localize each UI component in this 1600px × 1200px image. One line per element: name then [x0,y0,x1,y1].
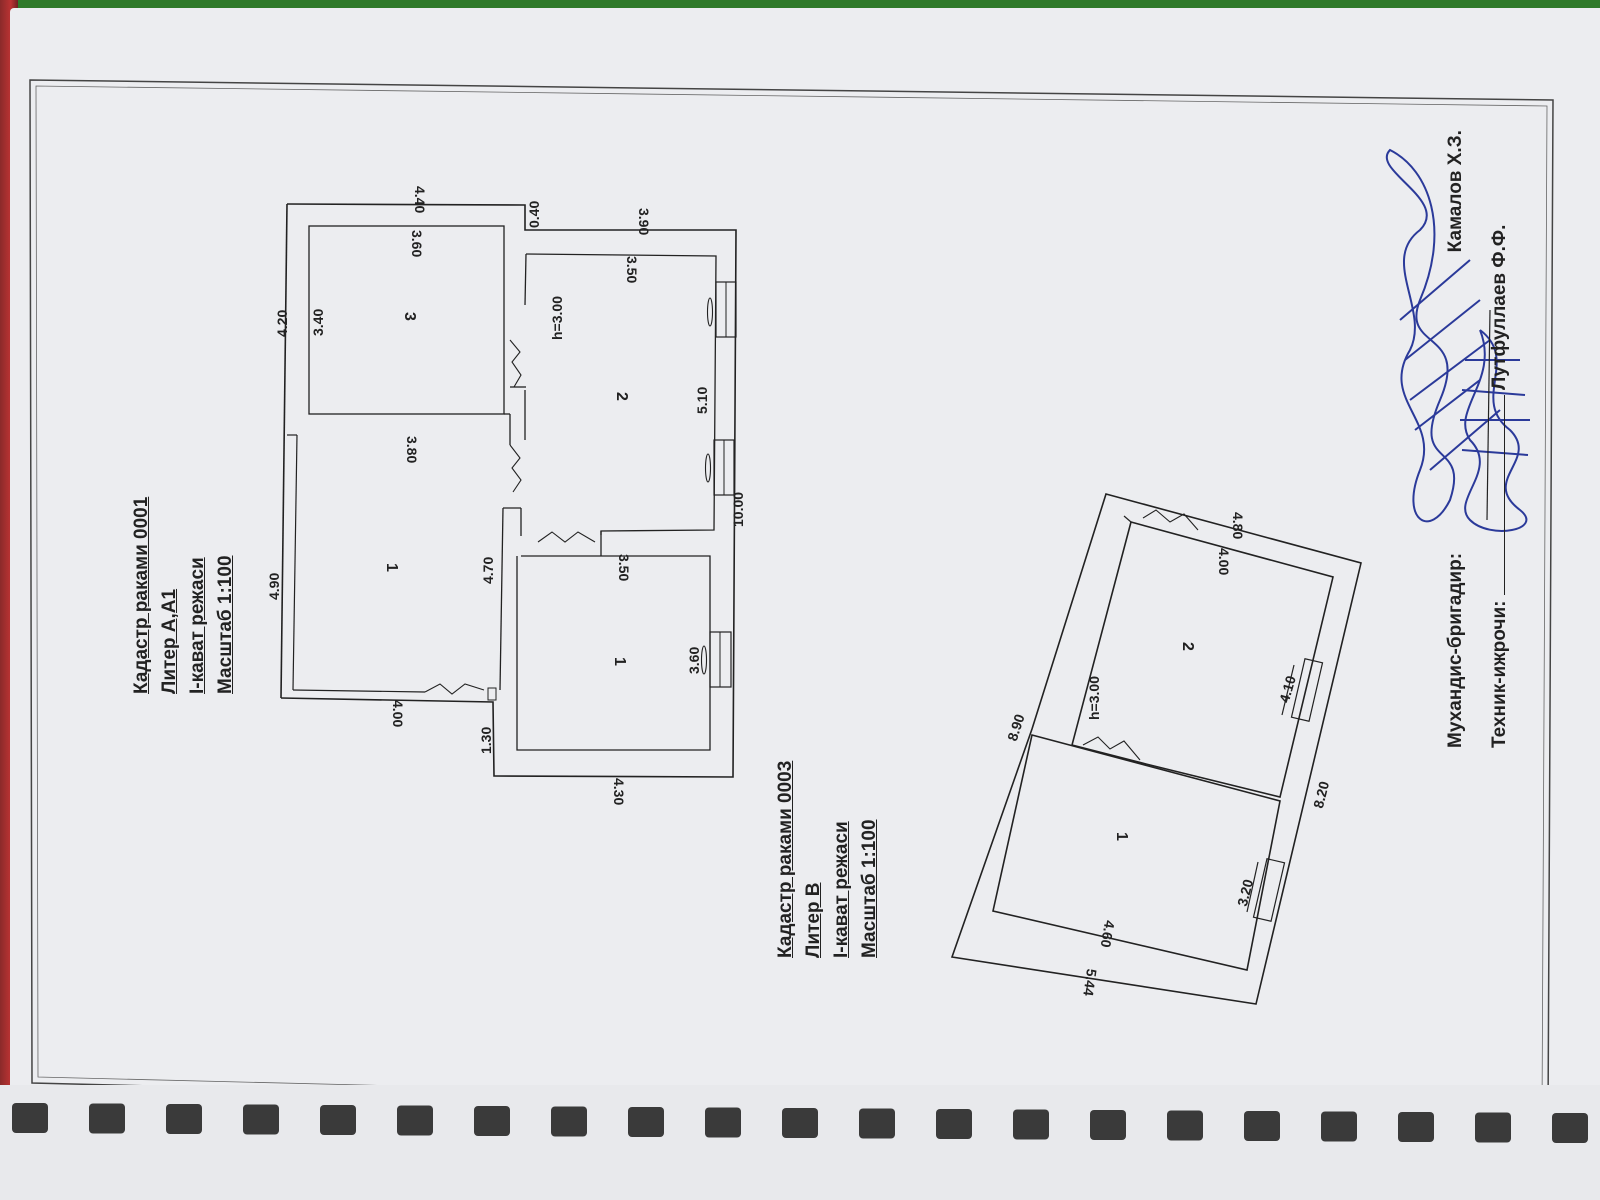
binding-hole [243,1104,279,1135]
outer-wall-left [280,203,288,699]
binding-hole [1013,1109,1049,1140]
dim-3-60-top: 3.60 [409,230,425,258]
binding-hole [1090,1110,1126,1140]
binding-hole [474,1106,510,1136]
plan-0001-scale: Масштаб 1:100 [215,555,236,694]
binding-hole [1321,1111,1357,1142]
page-frame [29,79,1554,1121]
dim-5-10: 5.10 [694,386,710,414]
binding-hole [705,1107,741,1138]
dim-4-70: 4.70 [480,556,496,584]
dim-10-00: 10.00 [730,491,746,527]
dim-4-80: 4.80 [1230,512,1246,540]
spiral-binding [0,1085,1600,1200]
plan-0001-height: h=3.00 [549,296,565,340]
room-label-3: 3 [401,312,418,321]
window-0003-2 [1290,658,1324,722]
plan-0003-heading: Кадастр раками 0003 Литер В I-кават режа… [772,761,884,958]
dim-3-40: 3.40 [310,308,326,336]
dim-4-00: 4.00 [390,700,406,728]
binding-hole [936,1109,972,1139]
engineer-label: Мухандис-бригадир: [1445,552,1466,748]
room-1-outline [516,555,711,751]
dim-0-40: 0.40 [526,200,542,228]
technician-label: Техник-ижрочи: [1489,600,1510,748]
dim-4-00-b: 4.00 [1216,548,1232,576]
plan-0001-floor: I-кават режаси [187,557,208,694]
room-3-outline [308,225,505,415]
door-0003-b [1082,736,1141,761]
binding-hole [320,1105,356,1135]
dim-3-60-bottom: 3.60 [686,646,702,674]
binding-holes [12,1103,1588,1143]
plan-0001-liter: Литер А,А1 [159,588,180,694]
binding-hole [551,1106,587,1137]
binding-hole [397,1105,433,1136]
plan-0003-room-label-1: 1 [1113,832,1130,841]
dim-3-50-bottom: 3.50 [616,554,632,582]
dim-4-30: 4.30 [611,778,627,806]
signature-marks [1386,148,1530,532]
binding-hole [628,1107,664,1137]
door-0003-a [1142,509,1199,531]
document-sheet [10,8,1600,1200]
door-1-2 [509,444,522,493]
engineer-row: Мухандис-бригадир: Камалов Х.З. [1445,130,1467,748]
technician-row: Техник-ижрочи: Лутфуллаев Ф.Ф. [1489,225,1511,748]
page-frame-inner [35,85,1548,1115]
dim-3-50-top: 3.50 [624,256,640,284]
room-label-hall: 1 [383,563,400,572]
binding-hole [1244,1111,1280,1141]
plan-0003 [950,493,1362,1005]
signature-kamalov [1386,148,1456,523]
plan-0003-height: h=3.00 [1086,676,1102,720]
engineer-name: Камалов Х.З. [1445,130,1466,253]
plan-0003-liter: Литер В [803,882,824,959]
binding-hole [1552,1113,1588,1143]
signature-lutfullaev [1464,329,1528,532]
binding-hole [782,1108,818,1138]
plan-0003-floor: I-кават режаси [831,821,852,958]
binding-hole [1398,1112,1434,1142]
dim-3-80: 3.80 [404,436,420,464]
dim-4-40: 4.40 [412,186,428,214]
outer-wall [280,203,737,778]
dim-4-90: 4.90 [266,572,282,600]
door-3-2 [509,339,522,388]
room-1-outline-0003 [992,734,1281,971]
plan-0003-scale: Масштаб 1:100 [859,819,880,958]
binding-hole [89,1103,125,1134]
door-entrance [424,683,485,695]
dim-1-30: 1.30 [478,726,494,754]
plan-0001 [280,203,737,778]
technician-name: Лутфуллаев Ф.Ф. [1489,224,1510,390]
window-0003-1 [1252,858,1286,922]
outer-wall-0003 [950,493,1362,1005]
binding-hole [1475,1112,1511,1143]
room-label-1: 1 [611,657,628,666]
dim-3-90: 3.90 [636,208,652,236]
plan-0001-heading: Кадастр раками 0001 Литер А,А1 I-кават р… [128,497,240,694]
room-label-2: 2 [613,392,630,401]
dim-4-20: 4.20 [274,309,290,337]
plan-0003-room-label-2: 2 [1179,642,1196,651]
binding-hole [166,1104,202,1134]
binding-hole [12,1103,48,1133]
room-2-outline-0003 [1071,521,1334,798]
binding-hole [1167,1110,1203,1141]
binding-hole [859,1108,895,1139]
plan-0003-title: Кадастр раками 0003 [775,760,796,958]
plan-0001-title: Кадастр раками 0001 [131,496,152,694]
door-room1-2 [537,531,596,543]
